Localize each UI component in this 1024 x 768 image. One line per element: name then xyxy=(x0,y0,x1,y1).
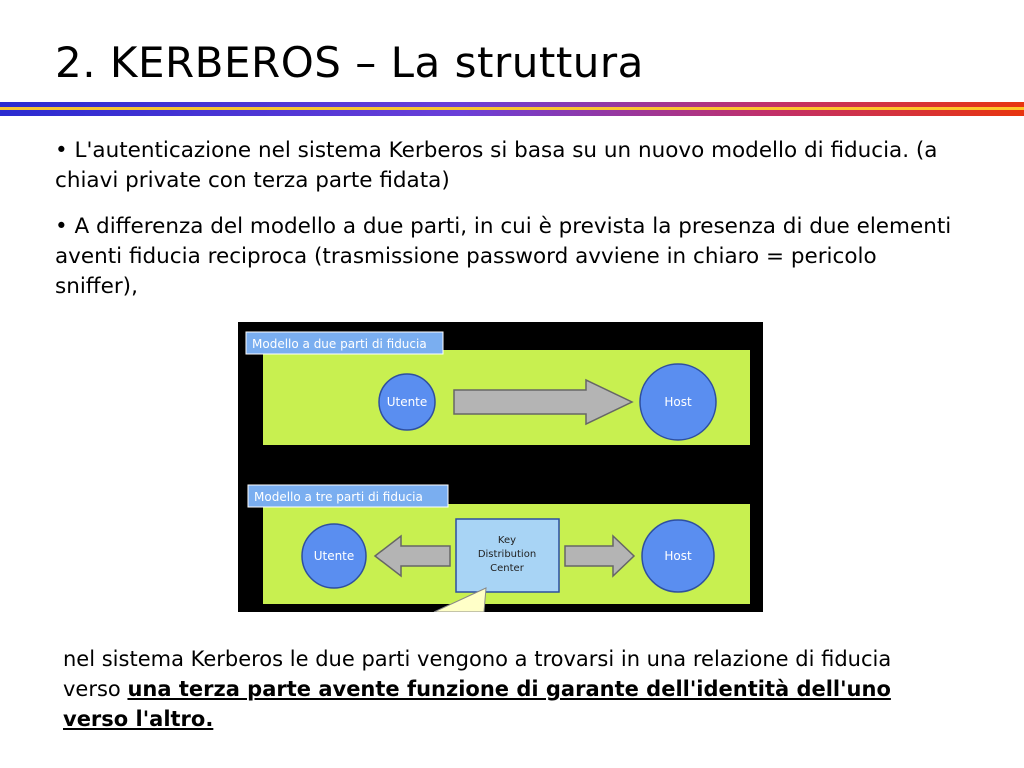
three-party-label: Modello a tre parti di fiducia xyxy=(254,490,423,504)
bullet-two-party-model: • A differenza del modello a due parti, … xyxy=(55,214,952,299)
three-party-label-box xyxy=(247,484,449,508)
host-node-2 xyxy=(641,519,715,593)
kdc-label-line2: Distribution xyxy=(478,549,536,560)
utente-node-1 xyxy=(378,373,436,431)
utente-node-2-label: Utente xyxy=(314,549,355,563)
utente-node-1-label: Utente xyxy=(387,395,428,409)
closing-text: nel sistema Kerberos le due parti vengon… xyxy=(63,647,892,701)
arrow-kdc-to-host xyxy=(564,534,636,578)
arrow-kdc-to-utente xyxy=(373,534,451,578)
two-party-label-box xyxy=(245,331,444,355)
closing-emphasis: una terza parte avente funzione di garan… xyxy=(63,677,891,731)
trust-models-diagram: Modello a due parti di fiducia Utente Ho… xyxy=(238,322,763,612)
two-party-label: Modello a due parti di fiducia xyxy=(252,337,427,351)
kdc-box xyxy=(455,518,560,593)
bullet-trust-model: • L'autenticazione nel sistema Kerberos … xyxy=(55,138,938,193)
host-node-1 xyxy=(639,363,717,441)
utente-node-2 xyxy=(301,523,367,589)
closing-paragraph: nel sistema Kerberos le due parti vengon… xyxy=(63,644,943,734)
callout-pointer xyxy=(433,587,487,612)
slide-title: 2. KERBEROS – La struttura xyxy=(55,38,644,87)
title-divider xyxy=(0,102,1024,116)
kdc-label-line3: Center xyxy=(490,563,525,574)
kdc-label-line1: Key xyxy=(498,535,516,546)
arrow-utente-to-host xyxy=(453,378,634,426)
host-node-2-label: Host xyxy=(664,549,692,563)
host-node-1-label: Host xyxy=(664,395,692,409)
